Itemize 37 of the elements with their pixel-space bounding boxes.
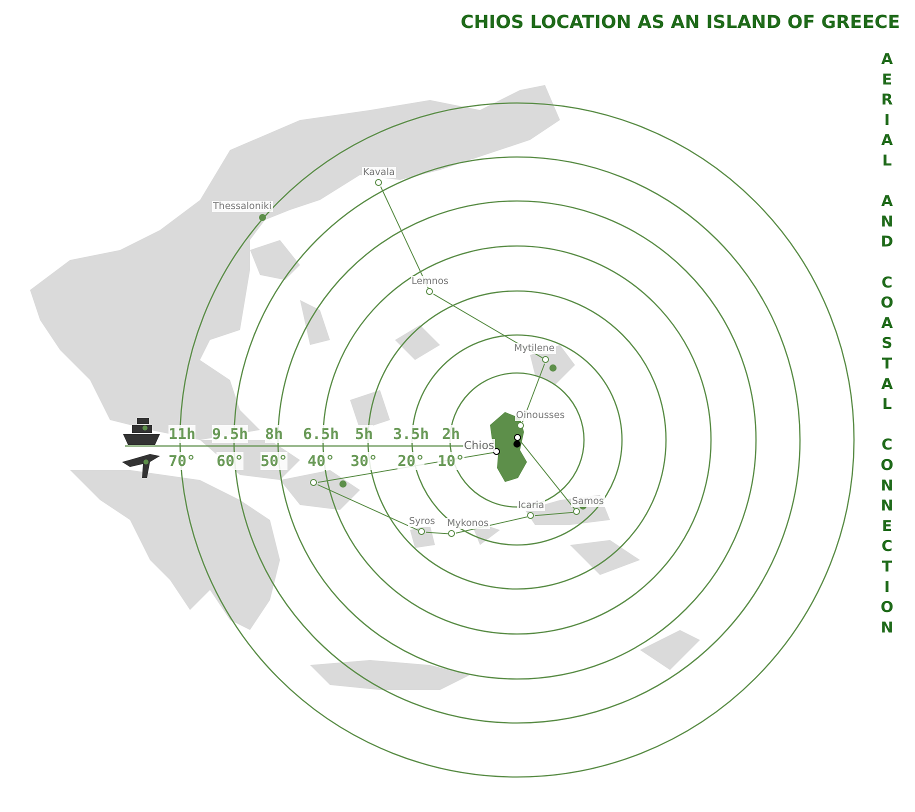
title: CHIOS LOCATION AS AN ISLAND OF GREECE bbox=[460, 12, 900, 33]
place-name: Thessaloniki bbox=[212, 201, 273, 212]
route-line bbox=[520, 440, 575, 510]
sailing-time-label: 3.5h bbox=[392, 425, 430, 443]
location-marker bbox=[259, 214, 267, 222]
sailing-time-label: 11h bbox=[168, 425, 196, 443]
place-name: Icaria bbox=[517, 500, 546, 511]
sailing-time-label: 5h bbox=[354, 425, 374, 443]
sailing-time-label: 2h bbox=[442, 425, 460, 443]
location-marker bbox=[375, 179, 383, 187]
sailing-time-label: 6.5h bbox=[302, 425, 340, 443]
sailing-time-label: 9.5h bbox=[212, 425, 248, 443]
route-line bbox=[426, 532, 448, 534]
flight-time-label: 30° bbox=[350, 452, 378, 470]
flight-time-label: 60° bbox=[216, 452, 244, 470]
location-marker bbox=[426, 288, 434, 296]
sailing-time-label: 8h bbox=[264, 425, 284, 443]
place-name: Kavala bbox=[362, 167, 396, 178]
route-line bbox=[534, 512, 574, 516]
flight-time-label: 50° bbox=[260, 452, 288, 470]
place-name: Oinousses bbox=[515, 410, 566, 421]
place-name: Mykonos bbox=[446, 518, 490, 529]
flight-time-label: 10° bbox=[437, 452, 465, 470]
place-name: Samos bbox=[571, 496, 605, 507]
location-marker bbox=[517, 422, 525, 430]
place-name: Mytilene bbox=[513, 343, 556, 354]
place-name: Lemnos bbox=[410, 276, 450, 287]
place-name: Chios bbox=[463, 439, 496, 452]
route-line bbox=[317, 484, 419, 531]
flight-time-label: 40° bbox=[307, 452, 335, 470]
flight-time-label: 20° bbox=[397, 452, 425, 470]
location-marker bbox=[527, 512, 535, 520]
location-marker bbox=[448, 530, 456, 538]
subtitle: AERIAL AND COASTAL CONNECTION bbox=[878, 50, 896, 639]
flight-time-label: 70° bbox=[168, 452, 196, 470]
route-line bbox=[380, 186, 429, 289]
place-name: Syros bbox=[408, 516, 436, 527]
